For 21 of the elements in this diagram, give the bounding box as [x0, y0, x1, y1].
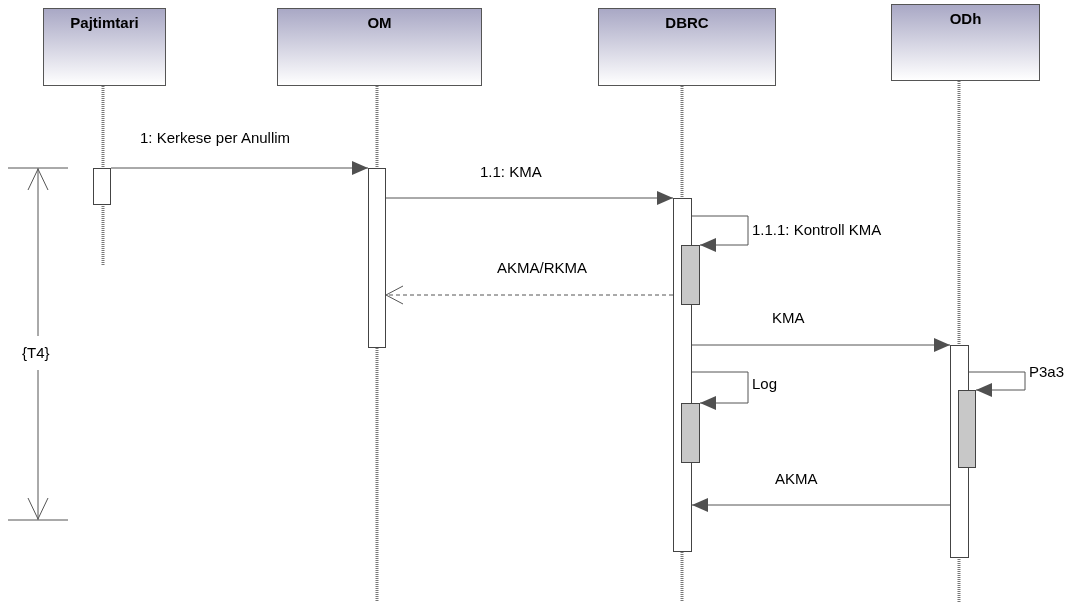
lifeline-header: Pajtimtari: [43, 8, 166, 86]
lifeline-header: DBRC: [598, 8, 776, 86]
activation-bar: [681, 245, 700, 305]
activation-bar: [93, 168, 111, 205]
lifeline-header: ODh: [891, 4, 1040, 81]
lifeline-header: OM: [277, 8, 482, 86]
dimension-label: {T4}: [22, 344, 50, 361]
activation-bar: [368, 168, 386, 348]
message-arrow: [691, 338, 951, 352]
return-arrow: [385, 285, 674, 305]
edge-label: 1.1.1: Kontroll KMA: [752, 221, 882, 238]
activation-bar: [958, 390, 976, 468]
message-arrow: [691, 498, 951, 512]
edge-label: AKMA/RKMA: [497, 259, 587, 276]
edge-label: 1: Kerkese per Anullim: [140, 129, 291, 146]
message-arrow: [110, 161, 369, 175]
message-arrow: [691, 371, 749, 410]
activation-bar: [681, 403, 700, 463]
message-arrow: [385, 191, 674, 205]
message-arrow: [691, 215, 749, 252]
message-arrow: [968, 371, 1026, 397]
